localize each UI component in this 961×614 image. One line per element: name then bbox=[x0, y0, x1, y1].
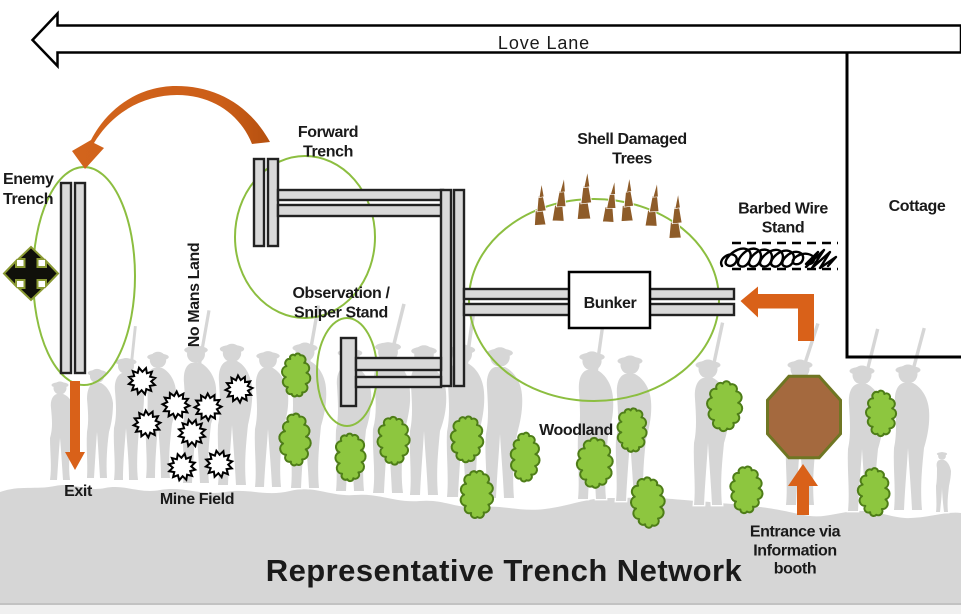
svg-text:Stand: Stand bbox=[762, 220, 804, 237]
svg-text:Trench: Trench bbox=[303, 144, 353, 161]
svg-text:Trench: Trench bbox=[3, 191, 53, 208]
svg-text:Enemy: Enemy bbox=[3, 171, 54, 188]
svg-text:Love Lane: Love Lane bbox=[498, 33, 590, 53]
svg-text:Information: Information bbox=[753, 543, 837, 560]
svg-text:Barbed Wire: Barbed Wire bbox=[738, 201, 828, 218]
svg-text:Observation /: Observation / bbox=[292, 285, 390, 302]
svg-text:Trees: Trees bbox=[612, 151, 652, 168]
svg-text:Mine Field: Mine Field bbox=[160, 491, 234, 508]
svg-text:Exit: Exit bbox=[64, 483, 93, 500]
svg-text:booth: booth bbox=[774, 561, 816, 578]
svg-text:Shell Damaged: Shell Damaged bbox=[577, 131, 687, 148]
svg-text:Woodland: Woodland bbox=[539, 422, 613, 439]
svg-text:Forward: Forward bbox=[298, 124, 358, 141]
svg-text:No Mans Land: No Mans Land bbox=[186, 243, 203, 348]
svg-text:Entrance via: Entrance via bbox=[750, 524, 841, 541]
svg-text:Sniper Stand: Sniper Stand bbox=[294, 305, 388, 322]
svg-text:Bunker: Bunker bbox=[584, 295, 637, 312]
svg-text:Representative Trench Network: Representative Trench Network bbox=[266, 553, 743, 588]
svg-text:Cottage: Cottage bbox=[889, 198, 946, 215]
